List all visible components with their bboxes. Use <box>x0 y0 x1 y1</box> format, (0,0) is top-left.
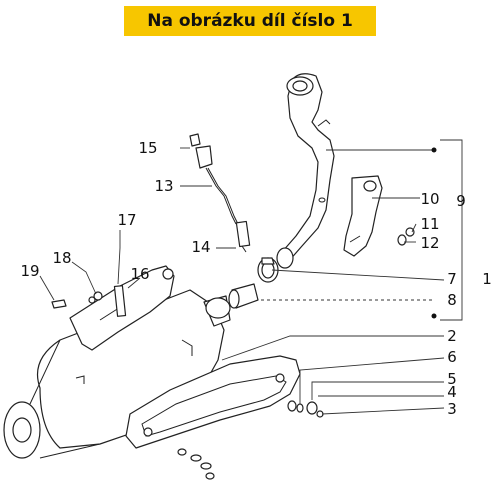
exhaust-header-pipe <box>276 73 335 269</box>
lambda-sensor <box>189 133 251 253</box>
callout-9: 9 <box>456 192 466 210</box>
pipe-gasket <box>228 283 259 309</box>
left-fasteners <box>51 285 127 317</box>
bottom-fasteners <box>177 448 215 480</box>
ref-dot-upper <box>431 147 437 153</box>
muffler-heat-shield <box>125 355 301 449</box>
ref-dot-lower <box>431 313 437 319</box>
callout-16: 16 <box>130 265 149 283</box>
callout-5: 5 <box>447 370 457 388</box>
small-bolt-washer <box>397 227 415 246</box>
callout-15: 15 <box>138 139 157 157</box>
callout-11: 11 <box>420 215 439 233</box>
callout-13: 13 <box>154 177 173 195</box>
callout-19: 19 <box>20 262 39 280</box>
callout-17: 17 <box>117 211 136 229</box>
callout-7: 7 <box>447 270 457 288</box>
callout-2: 2 <box>447 327 457 345</box>
page-title-banner: Na obrázku díl číslo 1 <box>124 6 376 36</box>
callout-12: 12 <box>420 234 439 252</box>
callout-10: 10 <box>420 190 439 208</box>
leader-lines <box>39 139 463 415</box>
callout-1: 1 <box>482 270 492 288</box>
callout-14: 14 <box>191 238 210 256</box>
header-heat-shield <box>343 175 383 257</box>
callout-4: 4 <box>447 383 457 401</box>
callout-3: 3 <box>447 400 457 418</box>
callout-18: 18 <box>52 249 71 267</box>
page-title: Na obrázku díl číslo 1 <box>147 11 353 31</box>
right-fasteners <box>287 400 324 418</box>
callout-6: 6 <box>447 348 457 366</box>
callout-8: 8 <box>447 291 457 309</box>
